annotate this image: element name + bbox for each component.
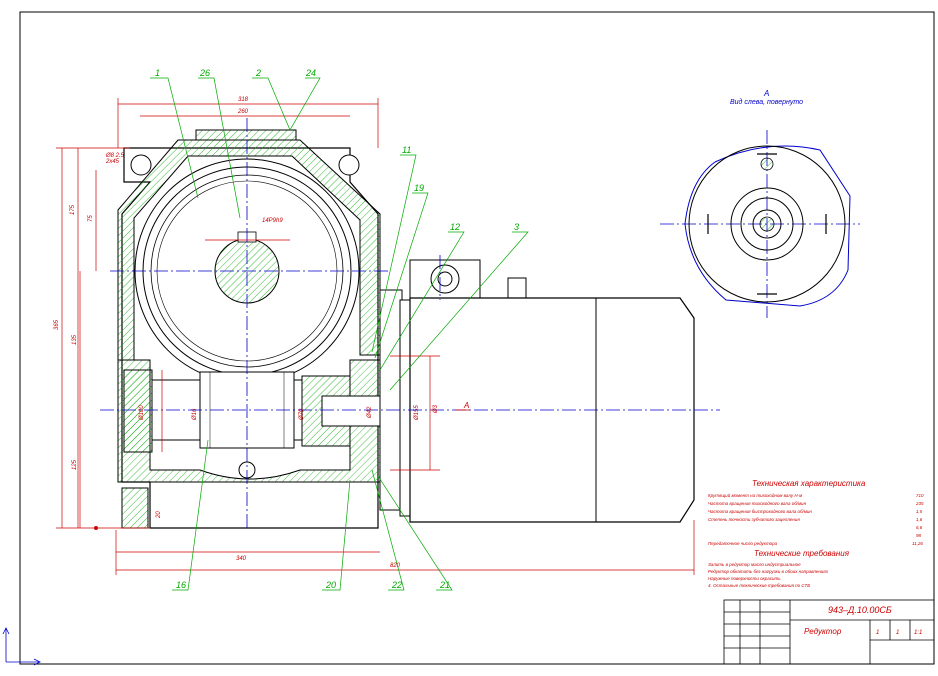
top-lid [195,129,297,141]
tech-req-lines: Залить в редуктор масло индустриальное Р… [708,562,829,588]
tech-req-line: Залить в редуктор масло индустриальное [708,562,801,567]
ref-2: 2 [255,68,261,78]
ucs-axes-icon [2,627,41,666]
tech-char-row-value: 1,6 [916,517,923,522]
tech-char-row-value: 235 [915,501,924,506]
dim-height-left: 20 [156,511,162,519]
dim-top-inner: 260 [237,109,249,115]
tech-char-row-value: 6,6 [916,525,923,530]
bearing-left [123,369,153,453]
side-view-a [684,145,851,307]
base-foot [121,487,149,529]
ref-1: 1 [155,68,160,78]
ref-24: 24 [305,68,316,78]
title-block [723,599,935,665]
shaft-bore [321,395,381,427]
ref-26: 26 [199,68,210,78]
motor-adapter [399,299,411,517]
ref-11: 11 [402,145,411,155]
tech-char-row-value: 1,5 [916,509,923,514]
mount-hole-right [338,154,360,176]
dim-bore-1: Ø100 [139,405,145,421]
tech-char-row-text: Крутящий момент на тихоходном валу Н·м [708,492,802,498]
cable-gland [507,277,527,299]
tech-req-line: Редуктор обкатать без нагрузки в обоих н… [708,569,829,574]
motor-flange [379,289,403,511]
ref-20: 20 [325,580,336,590]
electric-motor [409,259,695,523]
dim-top-overall: 318 [238,97,249,103]
title-designation: 943–Д.10.00СБ [828,605,892,615]
view-caption: Вид слева, повернуто [730,98,803,106]
gearbox-section-view [117,129,411,529]
dim-chamfer-1: Ø8 2.5 [105,153,125,159]
tech-char-row-value: 710 [916,493,924,498]
dim-height-mid: 135 [72,334,78,345]
mount-hole-left [130,154,152,176]
tech-char-row-text: Передаточное число редуктора [708,541,778,546]
tech-char-row-text: Частота вращения тихоходного вала об/мин [708,501,807,506]
dim-shaft-key: 14Р9h9 [262,218,283,224]
ref-21: 21 [439,580,450,590]
ref-3: 3 [514,222,519,232]
tech-char-row-text: Частота вращения быстроходного вала об/м… [708,509,812,514]
tech-char-row-value: 11,26 [912,541,923,546]
dim-height-lower: 125 [72,459,78,470]
tech-char-title: Техническая характеристика [752,479,866,488]
dim-bore-2: Ø70 [299,408,305,421]
ref-12: 12 [450,222,460,232]
dim-chamfer-2: 2x45 [105,159,120,165]
view-label: А [763,89,769,98]
dim-height-upper-b: 75 [88,215,94,222]
leader-lines [150,77,529,591]
tech-char-row-value: 98 [916,533,922,538]
dim-bore-3: Ø42 [367,406,373,419]
ref-22: 22 [391,580,402,590]
dimension-lines [56,98,695,575]
tech-char-rows: Крутящий момент на тихоходном валу Н·м 7… [708,492,924,546]
tech-char-row-text: Степень точности зубчатого зацепления [708,517,800,522]
tech-req-line: 4. Остальные технические требования по С… [708,583,810,588]
dim-height-total: 365 [54,319,60,330]
side-view-outline [684,145,851,307]
dim-bore-4: Ø155 [414,405,420,421]
dim-bottom-base: 340 [236,556,247,562]
ref-16: 16 [176,580,186,590]
dim-bore-5: Ø3 [433,404,439,414]
tech-req-line: Наружные поверхности окрасить [708,576,781,581]
drawing-frame [19,11,935,665]
title-scale: 1:1 [914,630,922,636]
dim-bottom-overall: 820 [390,563,401,569]
title-sheets: 1 [896,630,899,636]
title-sheet: 1 [876,630,879,636]
dim-base-hole: Ø16 [192,408,198,421]
section-marker: А [463,401,469,410]
title-name: Редуктор [804,627,842,636]
tech-req-title: Технические требования [754,549,850,558]
ref-19: 19 [414,183,424,193]
dim-height-upper: 175 [70,204,76,215]
